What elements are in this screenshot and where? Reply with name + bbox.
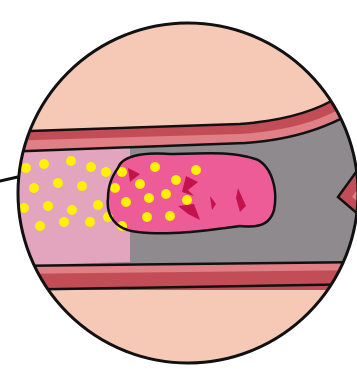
- particle-dot-icon: [59, 217, 69, 227]
- particle-dot-icon: [66, 156, 76, 166]
- particle-dot-icon: [21, 163, 31, 173]
- particle-dot-icon: [110, 183, 120, 193]
- particle-dot-icon: [191, 165, 201, 175]
- particle-dot-icon: [121, 197, 131, 207]
- particle-dot-icon: [29, 183, 39, 193]
- particle-dot-icon: [171, 175, 181, 185]
- particle-dot-icon: [85, 217, 95, 227]
- particle-dot-icon: [35, 221, 45, 231]
- particle-dot-icon: [93, 200, 103, 210]
- particle-dot-icon: [53, 178, 63, 188]
- particle-dot-icon: [39, 159, 49, 169]
- particle-dot-icon: [150, 162, 160, 172]
- particle-dot-icon: [165, 211, 175, 221]
- particle-dot-icon: [135, 179, 145, 189]
- particle-dot-icon: [182, 195, 192, 205]
- particle-dot-icon: [43, 201, 53, 211]
- particle-dot-icon: [86, 162, 96, 172]
- particle-dot-icon: [8, 195, 16, 203]
- particle-dot-icon: [77, 181, 87, 191]
- particle-dot-icon: [101, 167, 111, 177]
- particle-dot-icon: [142, 212, 152, 222]
- blood-clot-icon: [108, 153, 276, 233]
- particle-dot-icon: [67, 205, 77, 215]
- particle-dot-icon: [144, 193, 154, 203]
- particle-dot-icon: [161, 189, 171, 199]
